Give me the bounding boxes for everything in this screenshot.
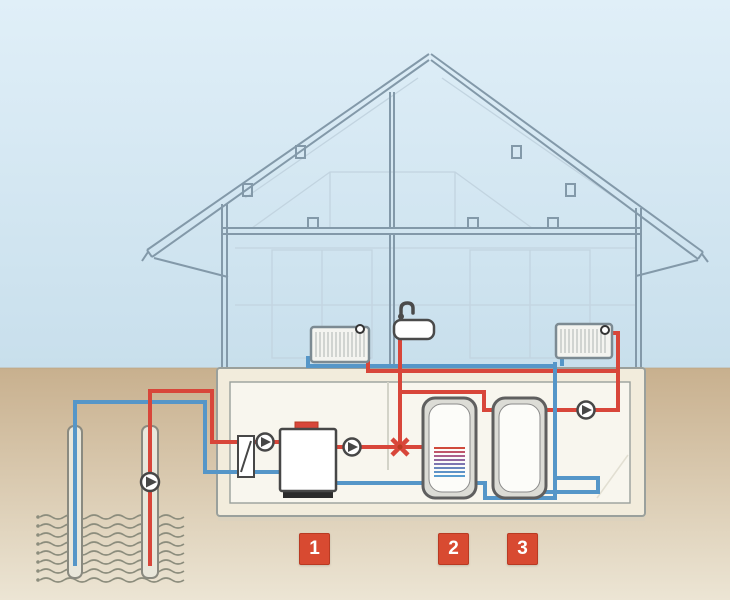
- house-interior-faint-lines: [235, 77, 635, 359]
- sky: [0, 0, 730, 368]
- house-structure: [141, 53, 709, 367]
- heat-pump-body: [278, 427, 338, 493]
- circulation-pump: [342, 437, 362, 457]
- label-2-text: 2: [448, 538, 459, 559]
- dhw-cold-feed-pipe: [544, 476, 600, 494]
- faucet-handle: [398, 313, 404, 320]
- wall-left: [221, 204, 228, 367]
- center-post: [389, 92, 395, 367]
- dhw-pump: [576, 400, 596, 420]
- well-injection-pipe: [73, 400, 284, 566]
- label-hot-water-tank: 3: [507, 533, 538, 565]
- basement-corner-line: [596, 454, 629, 499]
- radiator-right-valve: [600, 325, 610, 335]
- source-pump: [255, 432, 275, 452]
- label-buffer-tank: 2: [438, 533, 469, 565]
- dhw-distribution-pipe: [400, 331, 620, 412]
- roof-rafter-blocks: [242, 145, 576, 197]
- buffer-tank: [421, 396, 478, 500]
- roof-right: [430, 53, 709, 277]
- basement-shadow: [218, 514, 645, 521]
- heat-pump-base: [283, 490, 333, 498]
- radiator-left-valve: [355, 324, 365, 334]
- sink: [392, 301, 436, 341]
- basement-equipment: [237, 396, 596, 500]
- heat-pump-unit: [278, 421, 338, 498]
- attic-floor-beam: [222, 217, 641, 235]
- water-filter: [237, 435, 255, 478]
- faucet-icon: [399, 301, 415, 322]
- roof-left: [141, 53, 430, 278]
- well-extraction-pipe: [148, 389, 284, 566]
- radiator-right: [554, 322, 614, 360]
- hot-water-tank: [491, 396, 548, 500]
- label-1-text: 1: [309, 538, 320, 559]
- label-heat-pump: 1: [299, 533, 330, 565]
- radiator-left: [309, 324, 371, 364]
- well-pump: [139, 471, 161, 493]
- buffer-tank-coil: [434, 447, 465, 477]
- water-waves: [36, 514, 185, 583]
- sink-basin: [392, 318, 436, 341]
- mixing-valve: [390, 437, 410, 457]
- label-3-text: 3: [517, 538, 528, 559]
